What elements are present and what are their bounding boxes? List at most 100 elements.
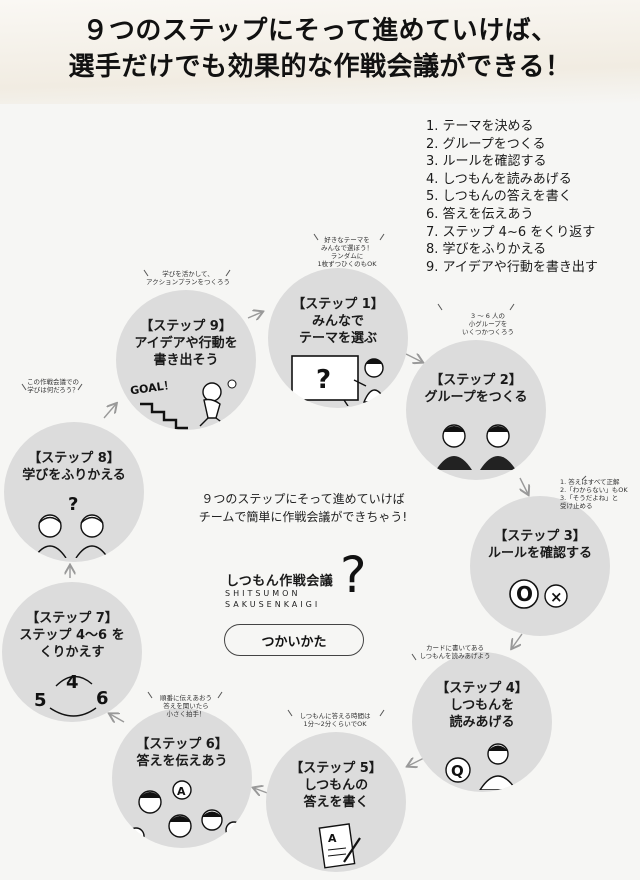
step-9-note: 学びを活かして、 アクションプランをつくろう xyxy=(140,270,236,286)
reading-card-illustration: Q xyxy=(445,743,517,790)
howto-button[interactable]: つかいかた xyxy=(224,624,364,656)
step-1-title-1: みんなで xyxy=(311,314,364,329)
step-9-circle: 【ステップ 9】 アイデアや行動を 書き出そう GOAL！ xyxy=(116,290,256,430)
page-title-line-1: ９つのステップにそって進めていけば、 xyxy=(82,16,558,46)
step-3-label: 【ステップ 3】 xyxy=(494,529,586,544)
step-3-title: ルールを確認する xyxy=(487,546,592,561)
step-2-circle: 【ステップ 2】 グループをつくる xyxy=(406,340,546,480)
step-8-heading: 【ステップ 8】 学びをふりかえる xyxy=(4,450,144,484)
step-8-note: この作戦会議での 学びは何だろう？ xyxy=(18,378,88,394)
step-9-title-2: 書き出そう xyxy=(153,353,219,368)
step-5-title-2: 答えを書く xyxy=(303,795,369,810)
center-message-line-2: チームで簡単に作戦会議ができちゃう! xyxy=(198,510,408,524)
group-people-illustration xyxy=(436,424,516,470)
note-line: 3 ～ 6 人の xyxy=(471,312,505,320)
speech-answer-icon: a xyxy=(132,832,139,843)
note-line: しつもんを読みあげよう xyxy=(419,652,491,660)
note-line: 学びは何だろう？ xyxy=(27,386,79,394)
step-5-heading: 【ステップ 5】 しつもんの 答えを書く xyxy=(266,760,406,811)
step-7-label: 【ステップ 7】 xyxy=(26,611,118,626)
step-3-note: 1. 答えはすべて正解 2.「わからない」もOK 3.「そうだよね」と 受け止め… xyxy=(560,478,640,510)
step-8-label: 【ステップ 8】 xyxy=(28,451,120,466)
note-line: 好きなテーマを xyxy=(324,236,370,244)
steps-list-item: 5. しつもんの答えを書く xyxy=(426,189,572,205)
sharing-answers-illustration: A a a xyxy=(127,780,243,845)
note-line: カードに書いてある xyxy=(425,644,485,652)
note-line: 学びを活かして、 xyxy=(162,270,214,278)
step-4-label: 【ステップ 4】 xyxy=(436,681,528,696)
logo-roman-line-1: SHITSUMON xyxy=(225,589,301,598)
step-5-note: しつもんに答える時間は 1分～2分くらいでOK xyxy=(280,712,390,728)
steps-list-item: 1. テーマを決める xyxy=(426,119,534,134)
note-line: この作戦会議での xyxy=(27,378,79,386)
step-7-title-2: くりかえす xyxy=(39,645,105,660)
whiteboard-presenter-illustration: ? xyxy=(291,355,388,406)
note-line: しつもんに答える時間は xyxy=(299,712,371,720)
note-line: 3.「そうだよね」と xyxy=(560,494,619,502)
step-2-note: 3 ～ 6 人の 小グループを いくつかつくろう xyxy=(450,312,526,336)
step-9-label: 【ステップ 9】 xyxy=(140,319,232,334)
answer-icon: A xyxy=(328,832,337,845)
step-5-title-1: しつもんの xyxy=(303,778,369,793)
step-7-title-1: ステップ 4～6 を xyxy=(19,628,125,643)
note-line: 1分～2分くらいでOK xyxy=(303,720,367,728)
note-line: みんなで選ぼう！ xyxy=(321,244,373,252)
steps-list-item: 8. 学びをふりかえる xyxy=(426,242,547,258)
step-1-title-2: テーマを選ぶ xyxy=(298,331,377,346)
logo-roman-line-2: SAKUSENKAIGI xyxy=(225,600,321,609)
step-4-note: カードに書いてある しつもんを読みあげよう xyxy=(414,644,496,660)
logo-question-icon: ? xyxy=(340,546,367,602)
note-line: 答えを聞いたら xyxy=(163,702,209,710)
step-number-4: 4 xyxy=(66,672,79,693)
step-1-heading: 【ステップ 1】 みんなで テーマを選ぶ xyxy=(268,296,408,347)
question-card-icon: Q xyxy=(451,762,464,780)
step-9-heading: 【ステップ 9】 アイデアや行動を 書き出そう xyxy=(116,318,256,369)
reflection-people-illustration: ? xyxy=(33,494,109,558)
step-6-heading: 【ステップ 6】 答えを伝えあう xyxy=(112,736,252,770)
logo-roman: SHITSUMON SAKUSENKAIGI xyxy=(225,588,320,610)
step-2-heading: 【ステップ 2】 グループをつくる xyxy=(406,372,546,406)
step-3-heading: 【ステップ 3】 ルールを確認する xyxy=(470,528,610,562)
arrow-1-to-2 xyxy=(405,354,422,362)
step-number-6: 6 xyxy=(96,688,109,709)
steps-list-item: 3. ルールを確認する xyxy=(426,154,547,170)
note-line: 1. 答えはすべて正解 xyxy=(560,478,620,486)
note-line: 1枚ずつひくのもOK xyxy=(317,260,377,268)
step-4-title-1: しつもんを xyxy=(449,698,515,713)
step-number-5: 5 xyxy=(34,690,47,711)
center-message: ９つのステップにそって進めていけば チームで簡単に作戦会議ができちゃう! xyxy=(168,490,438,526)
writing-answer-illustration: A xyxy=(318,823,361,869)
step-5-circle: 【ステップ 5】 しつもんの 答えを書く A xyxy=(266,732,406,872)
arrow-6-to-7 xyxy=(110,714,125,722)
step-9-title-1: アイデアや行動を xyxy=(134,336,238,351)
question-mark-icon: ? xyxy=(316,365,331,395)
page-title-line-2: 選手だけでも効果的な作戦会議ができる！ xyxy=(68,52,572,82)
step-5-label: 【ステップ 5】 xyxy=(290,761,382,776)
arrow-4-to-5 xyxy=(408,758,425,766)
ok-ng-illustration: O × xyxy=(509,579,568,609)
speech-answer-icon: A xyxy=(177,785,186,798)
circle-ok-icon: O xyxy=(516,582,533,606)
step-7-heading: 【ステップ 7】 ステップ 4～6 を くりかえす xyxy=(2,610,142,661)
speech-answer-icon: a xyxy=(230,826,237,837)
arrow-8-to-9 xyxy=(103,404,116,419)
step-6-circle: 【ステップ 6】 答えを伝えあう A a a xyxy=(112,708,252,848)
cross-ng-icon: × xyxy=(550,588,563,606)
step-1-circle: 【ステップ 1】 みんなで テーマを選ぶ ? xyxy=(268,268,408,408)
step-4-circle: 【ステップ 4】 しつもんを 読みあげる Q xyxy=(412,652,552,792)
step-2-title: グループをつくる xyxy=(424,390,528,405)
question-mark-icon: ? xyxy=(68,494,78,515)
note-line: ランダムに xyxy=(330,252,364,260)
step-8-circle: 【ステップ 8】 学びをふりかえる ? xyxy=(4,422,144,562)
note-line: 順番に伝えあおう xyxy=(160,694,212,702)
steps-list-item: 6. 答えを伝えあう xyxy=(426,206,534,222)
goal-stairs-illustration: GOAL！ xyxy=(129,378,237,430)
goal-label: GOAL！ xyxy=(129,378,175,397)
step-4-heading: 【ステップ 4】 しつもんを 読みあげる xyxy=(412,680,552,731)
note-line: いくつかつくろう xyxy=(462,328,514,336)
step-2-label: 【ステップ 2】 xyxy=(430,373,522,388)
step-1-label: 【ステップ 1】 xyxy=(292,297,384,312)
step-1-note: 好きなテーマを みんなで選ぼう！ ランダムに 1枚ずつひくのもOK xyxy=(292,236,402,268)
note-line: 2.「わからない」もOK xyxy=(560,486,628,494)
step-6-title: 答えを伝えあう xyxy=(136,754,228,769)
